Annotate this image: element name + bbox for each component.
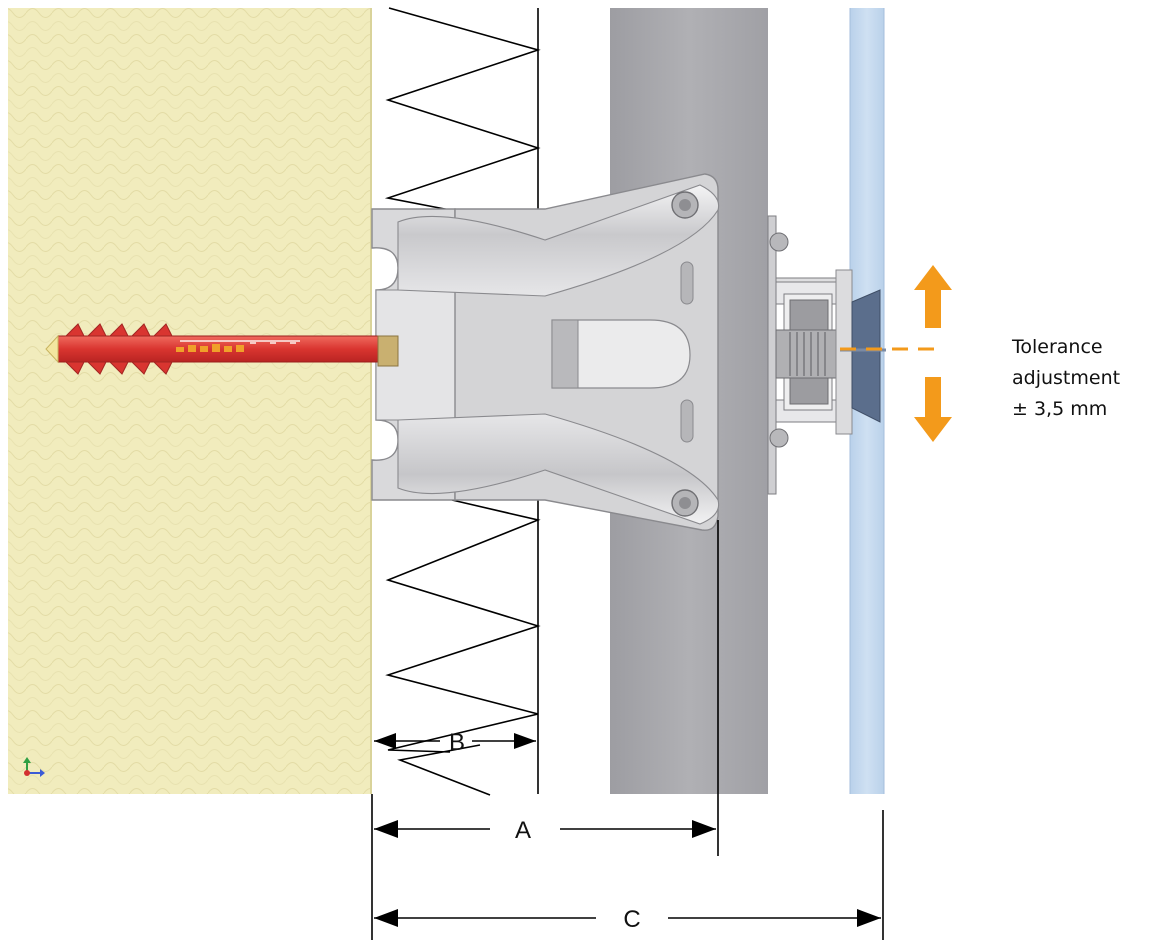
wall-dowel <box>45 323 399 375</box>
dimension-c-label: C <box>623 906 640 933</box>
tolerance-indicator <box>840 265 952 442</box>
xyz-axis-icon <box>23 757 45 777</box>
dimension-a-label: A <box>515 817 531 844</box>
insulation-zigzag <box>384 7 541 796</box>
tolerance-label-line1: Tolerance <box>1012 336 1103 358</box>
arrow-up-icon <box>914 265 952 328</box>
tolerance-label: Tolerance adjustment ± 3,5 mm <box>1012 332 1152 425</box>
tolerance-label-line3: ± 3,5 mm <box>1012 398 1108 420</box>
dimension-b-label: B <box>449 729 465 756</box>
wall-substrate <box>8 8 372 794</box>
arrow-down-icon <box>914 377 952 442</box>
wall-bracket <box>371 173 720 531</box>
panel-clamp-fixing <box>767 215 886 495</box>
tolerance-label-line2: adjustment <box>1012 367 1121 389</box>
dimension-lines <box>371 520 884 940</box>
